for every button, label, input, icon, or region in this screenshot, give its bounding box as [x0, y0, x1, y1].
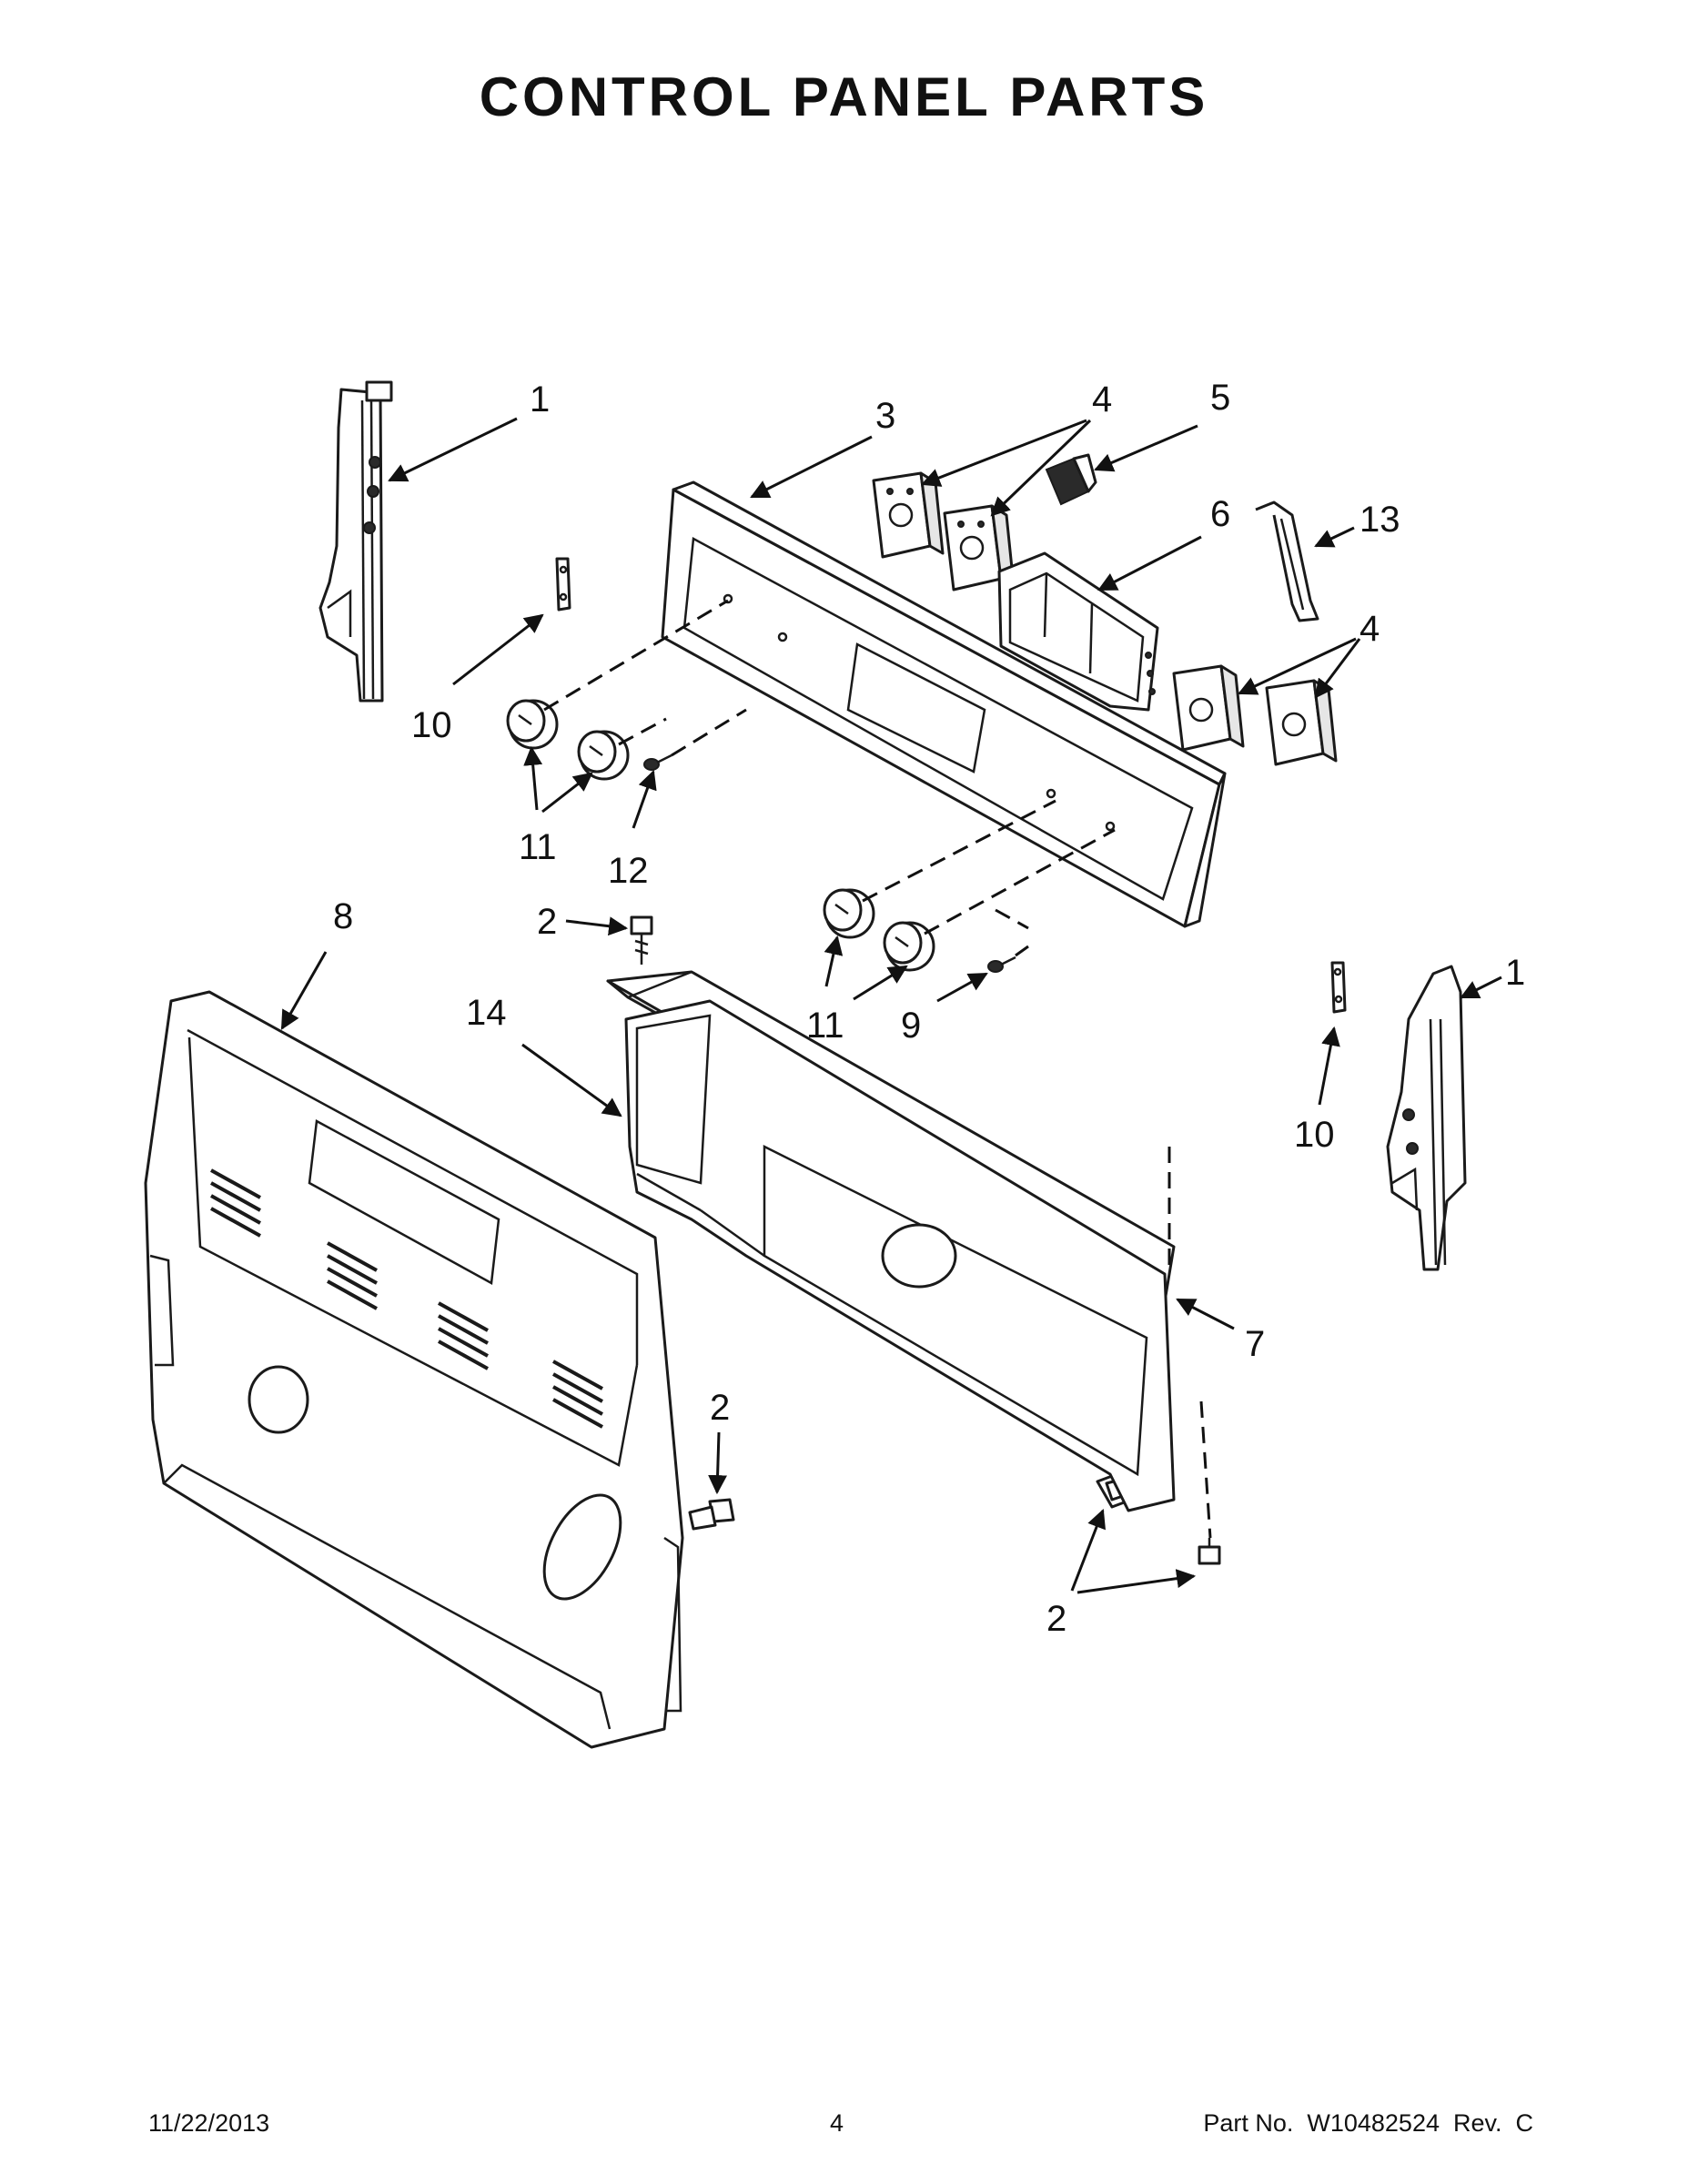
harness-bracket: [1255, 500, 1319, 622]
footer-date: 11/22/2013: [148, 2109, 270, 2137]
screw-2-left: [688, 1498, 735, 1531]
vent-group-2: [327, 1241, 378, 1310]
electronic-control: [997, 551, 1159, 712]
indicator-light: [1045, 453, 1097, 506]
knob-4: [883, 921, 935, 972]
callout-10-left: 10: [411, 705, 452, 745]
callout-7: 7: [1245, 1324, 1265, 1364]
vent-group-3: [438, 1301, 489, 1370]
callout-1-right: 1: [1505, 953, 1525, 993]
knob-3: [823, 888, 875, 939]
end-bracket-left: [318, 380, 393, 703]
callout-14: 14: [466, 993, 507, 1033]
callout-4-right: 4: [1359, 609, 1380, 649]
infinite-switch-top-left: [872, 471, 945, 559]
clip-left: [555, 557, 571, 612]
callout-11-mid: 11: [806, 1006, 844, 1046]
page-title: CONTROL PANEL PARTS: [479, 66, 1209, 127]
knob-2: [577, 730, 630, 781]
callout-8: 8: [333, 896, 353, 936]
control-panel: [661, 480, 1227, 928]
callout-12: 12: [608, 851, 649, 891]
vent-group-4: [552, 1360, 603, 1429]
screw-12: [643, 753, 672, 771]
rear-cover: [144, 990, 684, 1749]
callout-5: 5: [1210, 378, 1230, 418]
footer-page-number: 4: [830, 2109, 844, 2137]
callout-10-right: 10: [1294, 1115, 1335, 1155]
end-bracket-right: [1386, 965, 1467, 1271]
callout-6: 6: [1210, 494, 1230, 534]
callout-1-top: 1: [530, 379, 550, 420]
screw-2-bottom-b: [1198, 1538, 1221, 1565]
infinite-switch-right-2: [1265, 679, 1338, 766]
clip-right: [1330, 961, 1347, 1014]
callout-3: 3: [875, 396, 895, 436]
infinite-switch-top-right: [943, 504, 1016, 592]
footer-part-number: Part No. W10482524 Rev. C: [1203, 2109, 1533, 2137]
callout-2-left: 2: [710, 1388, 730, 1428]
screw-2-top: [630, 915, 653, 965]
callout-labels: 1 3 4 5 6 13 4 10 11 12 8 2 14 11 9 1 10…: [333, 378, 1525, 1639]
infinite-switch-right-1: [1172, 664, 1245, 752]
assembly-lines: [543, 599, 1212, 1539]
vent-group-1: [210, 1168, 261, 1238]
callout-2-screw-top: 2: [537, 902, 557, 942]
callout-2-bottom: 2: [1046, 1599, 1066, 1639]
knob-1: [506, 699, 559, 750]
callout-11-left: 11: [519, 827, 557, 867]
screw-9: [987, 956, 1016, 973]
leader-lines: [280, 417, 1502, 1594]
lower-panel: [624, 999, 1176, 1512]
callout-13: 13: [1359, 500, 1400, 540]
callout-4-top: 4: [1092, 379, 1112, 420]
callout-9: 9: [901, 1006, 921, 1046]
